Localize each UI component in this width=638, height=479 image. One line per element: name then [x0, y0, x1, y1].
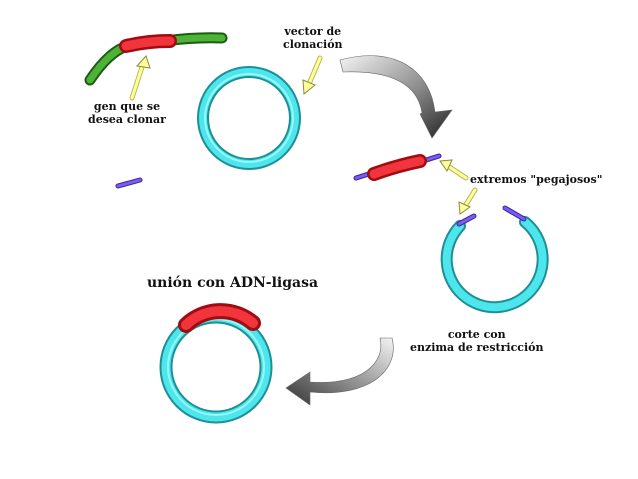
vector-label-line-2: clonación	[283, 38, 343, 51]
gene-pointer-arrow	[129, 55, 151, 101]
gene-label-line-2: desea clonar	[88, 113, 166, 126]
ligase-label: unión con ADN-ligasa	[147, 275, 319, 291]
open-plasmid	[440, 205, 549, 314]
gene-label-line-1: gen que se	[93, 100, 161, 113]
cut-label-line-1: corte con	[447, 328, 506, 341]
dna-fragment	[84, 32, 228, 86]
sticky-ends-pointer-arrow	[439, 159, 469, 181]
process-arrow-cut	[339, 55, 453, 139]
vector-pointer-arrow	[302, 55, 323, 95]
inserted-gene-highlight	[181, 306, 258, 330]
cut-gene	[353, 153, 442, 181]
cut-label-line-2: enzima de restricción	[410, 341, 544, 354]
gene-segment-highlight	[121, 36, 175, 51]
vector-label-line-1: vector de	[284, 25, 342, 38]
process-arrow-ligase	[285, 337, 394, 406]
gene-label: gen que se desea clonar	[88, 100, 166, 126]
open-plasmid-pointer-arrow	[458, 187, 478, 215]
vector-plasmid	[197, 66, 301, 170]
sticky-end-piece-highlight	[116, 178, 142, 188]
vector-label: vector de clonación	[283, 25, 343, 51]
cut-label: corte con enzima de restricción	[410, 328, 544, 354]
recombinant-plasmid	[159, 303, 273, 424]
sticky-ends-label: extremos "pegajosos"	[470, 173, 603, 186]
